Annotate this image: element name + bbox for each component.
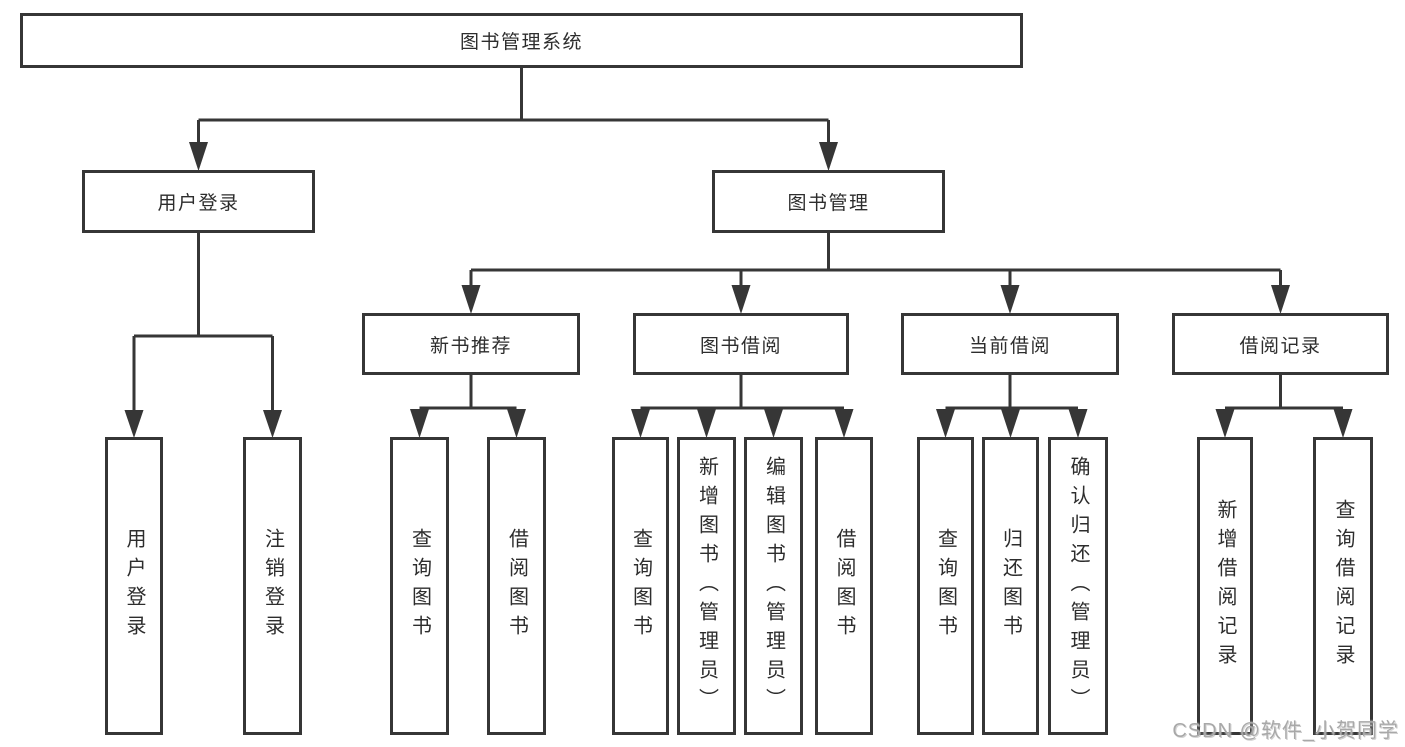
arrow-down-icon	[731, 285, 751, 314]
node-leaf-query-books-borrow: 查询图书	[612, 437, 669, 735]
node-leaf-borrow-books: 借阅图书	[815, 437, 873, 735]
arrow-down-icon	[936, 409, 955, 438]
arrow-down-icon	[124, 410, 144, 438]
node-label: 新增借阅记录	[1214, 499, 1236, 673]
node-leaf-query-borrow-record: 查询借阅记录	[1313, 437, 1373, 735]
node-leaf-add-books-admin: 新增图书（管理员）	[677, 437, 736, 735]
node-label: 图书借阅	[699, 335, 782, 357]
arrow-down-icon	[1000, 285, 1020, 314]
arrow-down-icon	[189, 142, 208, 171]
node-label: 当前借阅	[968, 335, 1051, 357]
node-label: 注销登录	[261, 528, 284, 644]
node-label: 查询图书	[408, 528, 431, 644]
node-label: 新增图书（管理员）	[695, 455, 718, 717]
node-label: 查询图书	[934, 528, 957, 644]
arrow-down-icon	[631, 409, 650, 438]
node-label: 新书推荐	[429, 335, 512, 357]
node-label: 借阅记录	[1239, 335, 1322, 357]
node-leaf-add-borrow-record: 新增借阅记录	[1197, 437, 1253, 735]
node-label: 借阅图书	[505, 528, 528, 644]
node-leaf-edit-books-admin: 编辑图书（管理员）	[744, 437, 803, 735]
node-leaf-query-books-recommend: 查询图书	[390, 437, 449, 735]
node-label: 编辑图书（管理员）	[762, 455, 785, 717]
node-label: 归还图书	[999, 528, 1022, 644]
arrow-down-icon	[461, 285, 481, 314]
node-leaf-logout: 注销登录	[243, 437, 302, 735]
node-label: 图书管理系统	[459, 32, 583, 53]
arrow-down-icon	[764, 409, 783, 438]
node-label: 查询借阅记录	[1332, 499, 1354, 673]
node-leaf-user-login: 用户登录	[105, 437, 163, 735]
node-user-login: 用户登录	[82, 170, 315, 233]
node-current-borrow: 当前借阅	[901, 313, 1119, 375]
node-label: 用户登录	[123, 528, 145, 644]
arrow-down-icon	[1068, 409, 1088, 438]
node-leaf-borrow-books-recommend: 借阅图书	[487, 437, 546, 735]
node-leaf-query-books-current: 查询图书	[917, 437, 974, 735]
node-borrow-records: 借阅记录	[1172, 313, 1389, 375]
node-label: 确认归还（管理员）	[1067, 455, 1089, 717]
node-label: 借阅图书	[833, 528, 855, 644]
csdn-watermark: CSDN @软件_小贺同学	[1172, 720, 1399, 742]
arrow-down-icon	[1271, 285, 1290, 314]
arrow-down-icon	[410, 409, 429, 438]
arrow-down-icon	[263, 410, 282, 438]
node-label: 图书管理	[787, 193, 870, 214]
node-leaf-return-books: 归还图书	[982, 437, 1039, 735]
arrow-down-icon	[1333, 409, 1353, 438]
arrow-down-icon	[1215, 409, 1235, 438]
arrow-down-icon	[819, 142, 838, 171]
node-leaf-confirm-return-admin: 确认归还（管理员）	[1048, 437, 1108, 735]
node-new-book-recommend: 新书推荐	[362, 313, 580, 375]
arrow-down-icon	[697, 409, 716, 438]
arrow-down-icon	[834, 409, 854, 438]
arrow-down-icon	[507, 409, 526, 438]
node-label: 查询图书	[629, 528, 652, 644]
arrow-down-icon	[1001, 409, 1020, 438]
node-label: 用户登录	[157, 193, 240, 214]
node-book-management: 图书管理	[712, 170, 945, 233]
node-library-management-system: 图书管理系统	[20, 13, 1023, 68]
node-book-borrow: 图书借阅	[633, 313, 849, 375]
